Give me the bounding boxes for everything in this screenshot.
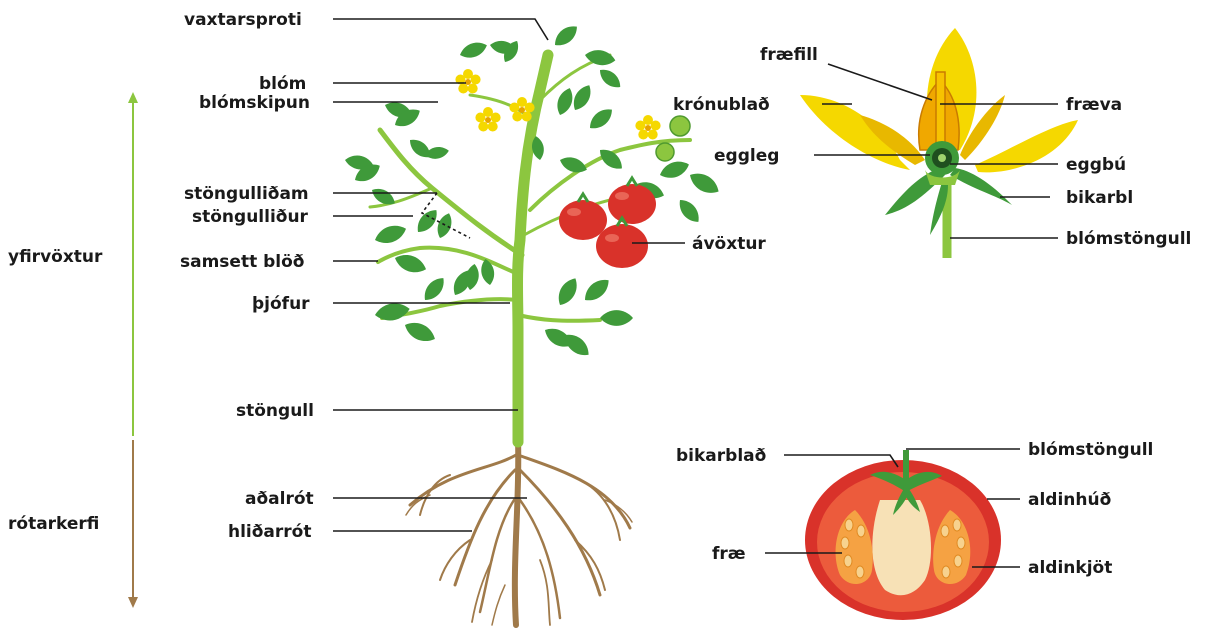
label-inflorescence: blómskipun [199,93,310,113]
label-flower: blóm [259,74,306,94]
shoot-system-arrow [128,92,138,436]
label-lateral-root: hliðarrót [228,522,311,542]
label-sucker: þjófur [252,294,310,314]
root-system-label: rótarkerfi [8,514,99,534]
label-style: eggleg [714,146,779,166]
label-fruit-peduncle: blómstöngull [1028,440,1153,460]
plant-leader-lines [333,19,685,531]
plant-tomatoes [559,178,656,268]
label-ovary: eggbú [1066,155,1126,175]
label-calyx: bikarblað [676,446,766,466]
label-skin: aldinhúð [1028,490,1111,510]
fruit-cross-section [805,450,1001,620]
label-compound-leaves: samsett blöð [180,252,304,272]
leaves [344,21,723,360]
label-seed: fræ [712,544,746,564]
label-flower-peduncle: blómstöngull [1066,229,1191,249]
label-sepal: bikarbl [1066,188,1133,208]
plant-flowers [455,69,690,161]
label-taproot: aðalrót [245,489,314,509]
root-system [406,440,632,625]
label-apical-bud: vaxtarsproti [184,10,302,30]
label-fruit: ávöxtur [692,234,766,254]
label-petal: krónublað [673,95,770,115]
label-pistil: fræva [1066,95,1122,115]
label-node: stöngulliðam [184,184,309,204]
root-system-arrow [128,440,138,608]
flower-cross-section [800,28,1078,258]
shoot-system-label: yfirvöxtur [8,247,103,267]
label-flesh: aldinkjöt [1028,558,1112,578]
label-internode: stöngulliður [192,207,309,227]
label-stamen: fræfill [760,45,818,65]
label-stem: stöngull [236,401,314,421]
